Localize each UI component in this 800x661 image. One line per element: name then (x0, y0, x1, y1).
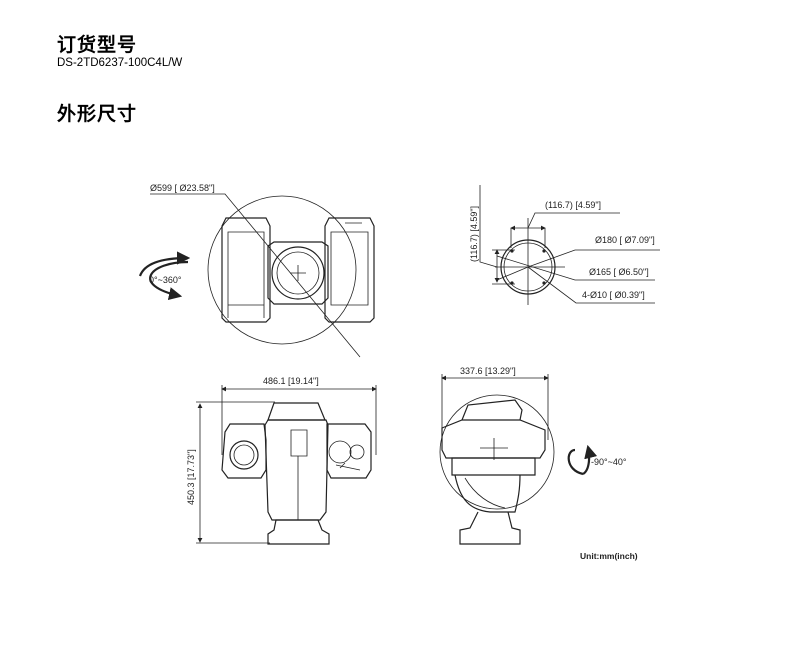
front-width-label: 486.1 [19.14"] (263, 376, 319, 386)
model-number: DS-2TD6237-100C4L/W (57, 57, 183, 69)
dimensions-heading: 外形尺寸 (57, 103, 138, 125)
outer-diameter-label: Ø180 [ Ø7.09"] (595, 235, 655, 245)
mount-horizontal-label: (116.7) [4.59"] (545, 200, 601, 210)
top-diameter-label: Ø599 [ Ø23.58"] (150, 183, 215, 193)
holes-label: 4-Ø10 [ Ø0.39"] (582, 290, 645, 300)
front-view: 486.1 [19.14"] 450.3 [17.73"] (186, 376, 377, 545)
tilt-range-label: -90°~40° (591, 457, 627, 467)
mount-vertical-label: (116.7) [4.59"] (469, 206, 479, 262)
top-view: Ø599 [ Ø23.58"] 0°~360° (138, 183, 375, 358)
order-model-heading: 订货型号 (57, 34, 138, 56)
pan-range-label: 0°~360° (149, 275, 182, 285)
bolt-circle-label: Ø165 [ Ø6.50"] (589, 267, 649, 277)
unit-note: Unit:mm(inch) (580, 551, 638, 561)
front-height-label: 450.3 [17.73"] (186, 449, 196, 505)
side-depth-label: 337.6 [13.29"] (460, 366, 516, 376)
side-view: 337.6 [13.29"] -90°~40° (439, 366, 627, 545)
mount-view: (116.7) [4.59"] (116.7) [4.59"] Ø180 [ Ø… (469, 185, 660, 305)
